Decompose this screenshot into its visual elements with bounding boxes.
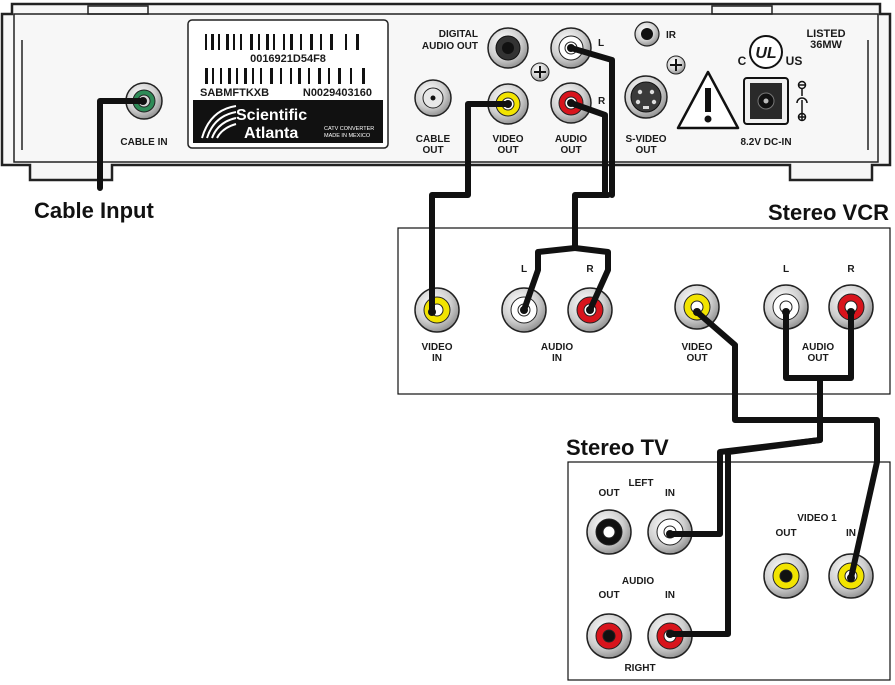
vcr-video-out-label-2: OUT bbox=[686, 353, 707, 364]
cables bbox=[97, 45, 880, 637]
polarity-icon bbox=[796, 80, 808, 122]
cable-out-label-1: CABLE bbox=[416, 134, 451, 145]
tv-right-label: RIGHT bbox=[624, 663, 655, 674]
ir-label: IR bbox=[666, 30, 677, 41]
svideo-out-label-2: OUT bbox=[635, 145, 656, 156]
tv-right-in-label: IN bbox=[665, 590, 675, 601]
digital-audio-out-label-2: AUDIO OUT bbox=[422, 41, 478, 52]
vcr-audio-out-label-1: AUDIO bbox=[802, 342, 834, 353]
vcr-audio-out-left-jack[interactable] bbox=[763, 284, 809, 330]
video-wire-vcr-to-tv bbox=[694, 309, 880, 581]
tv-audio-out-left-jack[interactable] bbox=[586, 509, 632, 555]
brand-logo-icon bbox=[201, 105, 237, 139]
vcr-out-r-label: R bbox=[847, 264, 855, 275]
vcr-video-in-label-2: IN bbox=[432, 353, 442, 364]
ul-c-text: C bbox=[738, 54, 747, 68]
vcr-video-in-label-1: VIDEO bbox=[421, 342, 452, 353]
vcr-video-out-label-1: VIDEO bbox=[681, 342, 712, 353]
vcr-audio-in-label-2: IN bbox=[552, 353, 562, 364]
tv-video1-label: VIDEO 1 bbox=[797, 513, 837, 524]
catv-line1: CATV CONVERTER bbox=[324, 126, 374, 132]
video-out-label-2: OUT bbox=[497, 145, 518, 156]
ir-port[interactable] bbox=[634, 21, 660, 47]
video-wire-box-to-vcr bbox=[429, 101, 511, 315]
cable-input-title: Cable Input bbox=[34, 198, 154, 223]
tv-video-out-jack[interactable] bbox=[763, 553, 809, 599]
audio-bundle-wire bbox=[572, 192, 611, 251]
audio-out-label-1: AUDIO bbox=[555, 134, 587, 145]
vcr-audio-in-label-1: AUDIO bbox=[541, 342, 573, 353]
listed-label-1: LISTED bbox=[806, 28, 845, 40]
audio-right-wire-vcr bbox=[572, 245, 611, 313]
dc-in-label: 8.2V DC-IN bbox=[740, 137, 791, 148]
cable-input-wire bbox=[97, 98, 146, 191]
svideo-out-label-1: S-VIDEO bbox=[625, 134, 666, 145]
ul-us-text: US bbox=[786, 54, 803, 68]
screw-icon bbox=[530, 62, 550, 82]
cable-out-label-2: OUT bbox=[422, 145, 443, 156]
label-code-right: N0029403160 bbox=[303, 87, 372, 99]
brand-line2: Atlanta bbox=[244, 125, 298, 142]
tv-audio-label: AUDIO bbox=[622, 576, 654, 587]
catv-line2: MADE IN MEXICO bbox=[324, 133, 371, 139]
vcr-in-r-label: R bbox=[586, 264, 594, 275]
audio-out-l-label: L bbox=[598, 38, 604, 49]
stereo-vcr bbox=[397, 227, 891, 395]
vcr-video-in-jack[interactable] bbox=[414, 287, 460, 333]
audio-out-label-2: OUT bbox=[560, 145, 581, 156]
cable-in-label: CABLE IN bbox=[120, 137, 167, 148]
audio-right-wire-vcr-out bbox=[817, 309, 854, 381]
barcode-bottom bbox=[205, 68, 365, 84]
plug-caps bbox=[139, 44, 855, 638]
screw-icon bbox=[666, 55, 686, 75]
vcr-audio-out-label-2: OUT bbox=[807, 353, 828, 364]
svideo-out-jack[interactable] bbox=[624, 75, 668, 119]
cable-out-jack[interactable] bbox=[414, 79, 452, 117]
vcr-in-l-label: L bbox=[521, 264, 527, 275]
vcr-out-l-label: L bbox=[783, 264, 789, 275]
brand-line1: Scientific bbox=[236, 107, 307, 124]
tv-left-in-label: IN bbox=[665, 488, 675, 499]
product-label: 0016921D54F8 SABMFTKXB N0029403160 Scien… bbox=[187, 19, 389, 149]
ul-mark-text: UL bbox=[755, 45, 776, 62]
tv-right-out-label: OUT bbox=[598, 590, 619, 601]
digital-audio-out-label-1: DIGITAL bbox=[439, 29, 478, 40]
video-out-label-1: VIDEO bbox=[492, 134, 523, 145]
dc-in-jack[interactable] bbox=[743, 77, 789, 125]
tv-video-in-label: IN bbox=[846, 528, 856, 539]
audio-left-wire-box bbox=[568, 45, 615, 198]
barcode-top bbox=[205, 34, 359, 50]
ul-listing-mark: UL C US bbox=[738, 35, 803, 69]
digital-audio-out-jack[interactable] bbox=[487, 27, 529, 69]
tv-audio-out-right-jack[interactable] bbox=[586, 613, 632, 659]
audio-out-r-label: R bbox=[598, 96, 606, 107]
audio-left-wire-vcr-out bbox=[783, 309, 823, 381]
listed-label-2: 36MW bbox=[810, 39, 842, 51]
audio-left-wire-vcr bbox=[521, 245, 578, 313]
audio-right-wire-tv bbox=[667, 437, 823, 637]
tv-left-out-label: OUT bbox=[598, 488, 619, 499]
tv-left-label: LEFT bbox=[629, 478, 654, 489]
label-code-left: SABMFTKXB bbox=[200, 87, 269, 99]
tv-title: Stereo TV bbox=[566, 435, 669, 460]
label-code-top: 0016921D54F8 bbox=[250, 53, 326, 65]
vcr-title: Stereo VCR bbox=[768, 200, 889, 225]
warning-icon bbox=[676, 70, 740, 130]
tv-video-out-label: OUT bbox=[775, 528, 796, 539]
audio-right-wire-box bbox=[568, 100, 608, 198]
